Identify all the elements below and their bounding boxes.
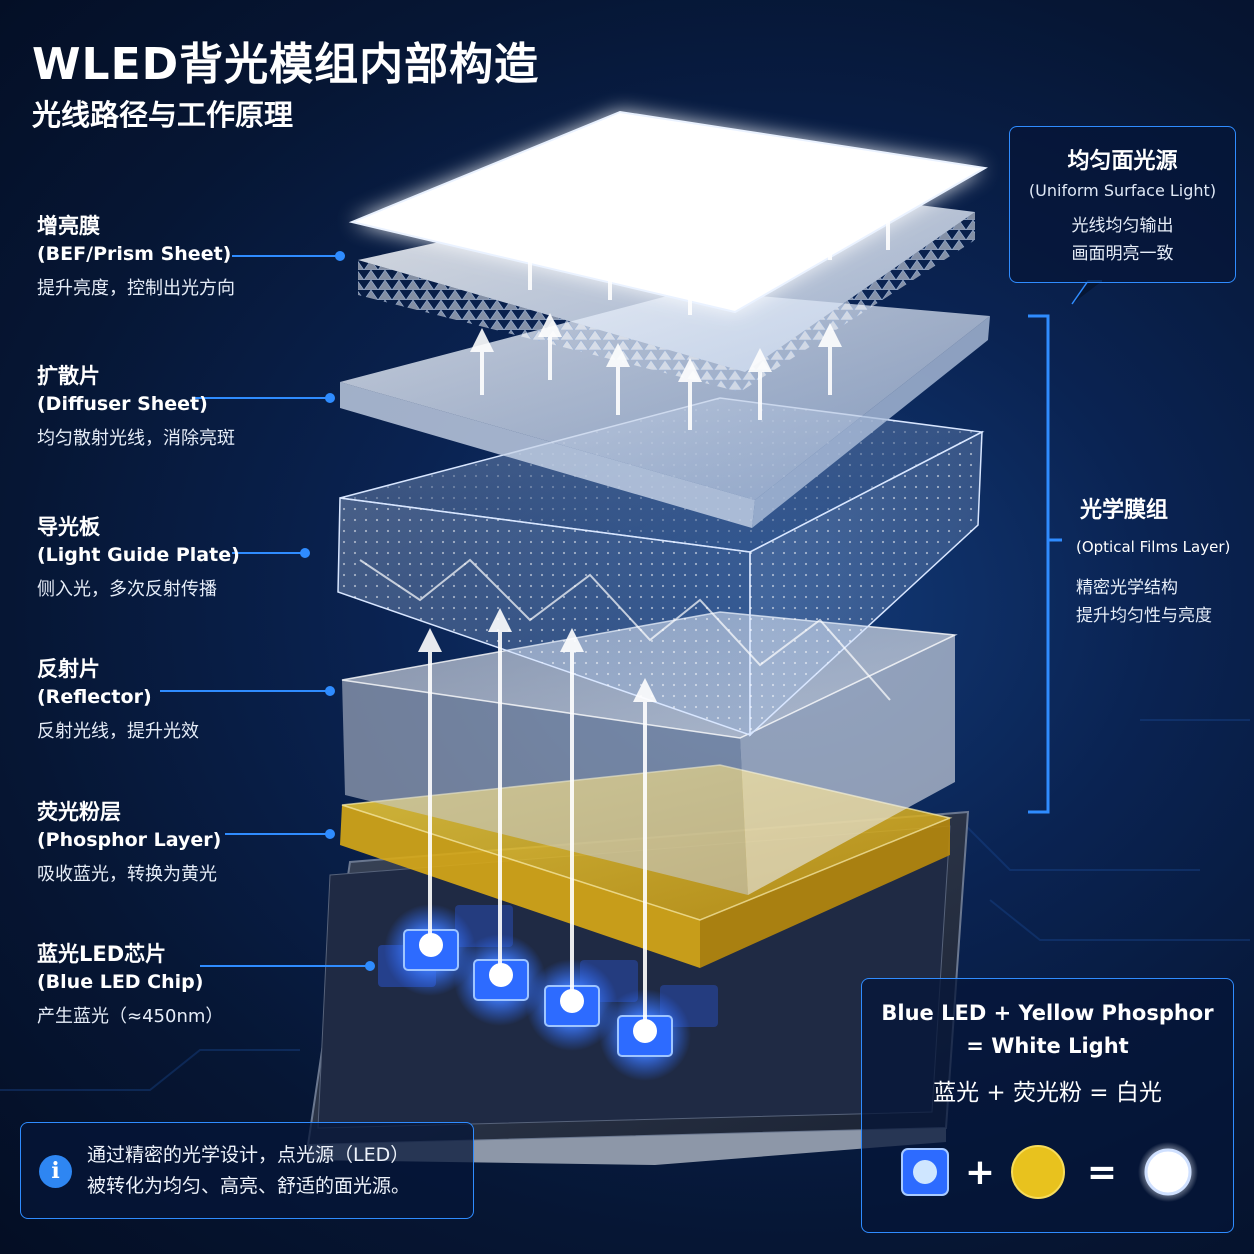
optical-line1: 精密光学结构 <box>1076 578 1178 598</box>
label-cn: 蓝光LED芯片 <box>37 942 167 966</box>
note-line1: 通过精密的光学设计，点光源（LED） <box>87 1144 410 1166</box>
plus-sign: + <box>965 1152 995 1193</box>
optical-en: (Optical Films Layer) <box>1076 538 1231 556</box>
label-desc: 产生蓝光（≈450nm） <box>37 1006 224 1027</box>
optical-title: 光学膜组 <box>1080 498 1169 523</box>
uniform-light-callout: 均匀面光源 (Uniform Surface Light) 光线均匀输出 画面明… <box>1009 126 1236 283</box>
optical-films-label: 光学膜组 (Optical Films Layer) 精密光学结构 提升均匀性与… <box>1076 492 1246 630</box>
equals-sign: = <box>1087 1152 1117 1193</box>
optical-line2: 提升均匀性与亮度 <box>1076 606 1212 626</box>
label-cn: 增亮膜 <box>37 214 100 238</box>
label-en: (Diffuser Sheet) <box>37 393 208 415</box>
label-blue-led-chip: 蓝光LED芯片 (Blue LED Chip) 产生蓝光（≈450nm） <box>37 940 317 1030</box>
label-cn: 扩散片 <box>37 364 100 388</box>
white-light-icon <box>1144 1148 1192 1196</box>
label-en: (BEF/Prism Sheet) <box>37 243 232 265</box>
page-title: WLED背光模组内部构造 <box>32 39 540 90</box>
formula-cn: 蓝光 + 荧光粉 = 白光 <box>933 1080 1162 1106</box>
label-desc: 均匀散射光线，消除亮斑 <box>37 428 235 449</box>
formula-line1: Blue LED + Yellow Phosphor <box>881 1001 1214 1025</box>
label-en: (Phosphor Layer) <box>37 829 222 851</box>
uniform-desc: 光线均匀输出 画面明亮一致 <box>1010 212 1235 268</box>
label-cn: 反射片 <box>37 657 100 681</box>
uniform-line1: 光线均匀输出 <box>1071 216 1174 236</box>
uniform-line2: 画面明亮一致 <box>1071 244 1174 264</box>
label-connectors <box>160 251 375 971</box>
label-desc: 反射光线，提升光效 <box>37 721 199 742</box>
formula-line2: = White Light <box>966 1034 1129 1058</box>
note-text: 通过精密的光学设计，点光源（LED） 被转化为均匀、高亮、舒适的面光源。 <box>87 1140 410 1202</box>
label-prism-sheet: 增亮膜 (BEF/Prism Sheet) 提升亮度，控制出光方向 <box>37 212 317 302</box>
uniform-surface-glow <box>348 110 988 314</box>
uniform-title: 均匀面光源 <box>1067 149 1178 174</box>
phosphor-icon <box>1011 1145 1065 1199</box>
info-icon: i <box>39 1155 72 1188</box>
label-reflector: 反射片 (Reflector) 反射光线，提升光效 <box>37 655 317 745</box>
formula-icons: + = <box>901 1142 1198 1202</box>
info-note: i 通过精密的光学设计，点光源（LED） 被转化为均匀、高亮、舒适的面光源。 <box>20 1122 474 1219</box>
label-phosphor-layer: 荧光粉层 (Phosphor Layer) 吸收蓝光，转换为黄光 <box>37 798 317 888</box>
note-line2: 被转化为均匀、高亮、舒适的面光源。 <box>87 1175 411 1197</box>
circuit-traces <box>0 719 1250 1091</box>
label-desc: 提升亮度，控制出光方向 <box>37 278 235 299</box>
blue-led-core-icon <box>913 1160 937 1184</box>
label-light-guide-plate: 导光板 (Light Guide Plate) 侧入光，多次反射传播 <box>37 513 317 603</box>
label-diffuser-sheet: 扩散片 (Diffuser Sheet) 均匀散射光线，消除亮斑 <box>37 362 317 452</box>
uniform-callout-pointer <box>1071 280 1102 305</box>
label-cn: 荧光粉层 <box>37 800 121 824</box>
white-light-formula: Blue LED + Yellow Phosphor = White Light… <box>861 978 1234 1233</box>
optical-desc: 精密光学结构 提升均匀性与亮度 <box>1076 574 1246 630</box>
label-cn: 导光板 <box>37 515 100 539</box>
page-subtitle: 光线路径与工作原理 <box>32 98 294 132</box>
label-en: (Blue LED Chip) <box>37 971 204 993</box>
label-desc: 侧入光，多次反射传播 <box>37 579 217 600</box>
optical-films-bracket <box>1028 314 1062 814</box>
label-en: (Reflector) <box>37 686 152 708</box>
label-desc: 吸收蓝光，转换为黄光 <box>37 864 217 885</box>
light-ray-arrows <box>418 178 900 1020</box>
label-en: (Light Guide Plate) <box>37 544 240 566</box>
uniform-en: (Uniform Surface Light) <box>1028 181 1217 200</box>
